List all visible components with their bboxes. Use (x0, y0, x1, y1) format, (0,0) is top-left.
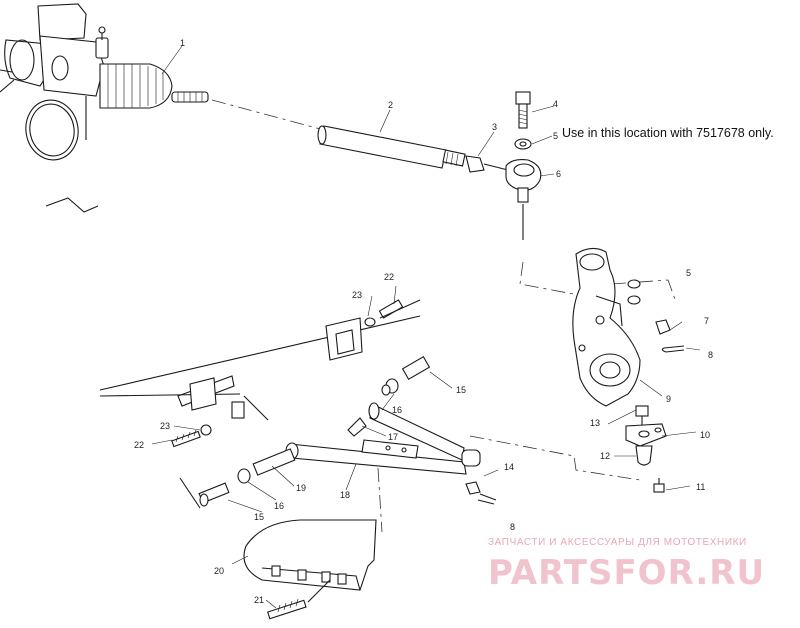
leader-lines (151, 45, 701, 609)
callout-11: 11 (696, 482, 705, 492)
callout-4: 4 (553, 99, 558, 109)
callout-14: 14 (504, 462, 514, 472)
callout-16b: 16 (274, 501, 284, 511)
usage-note: Use in this location with 7517678 only. (562, 126, 774, 140)
callout-3: 3 (492, 122, 497, 132)
callout-9: 9 (666, 394, 671, 404)
site-watermark: ЗАПЧАСТИ И АКСЕССУАРЫ ДЛЯ МОТОТЕХНИКИ PA… (488, 537, 765, 593)
tie-rod-assembly (211, 91, 542, 240)
a-arm-assembly (179, 356, 497, 509)
callout-5a: 5 (553, 131, 558, 141)
callout-12: 12 (600, 451, 610, 461)
callout-17: 17 (388, 432, 398, 442)
callout-13: 13 (590, 418, 600, 428)
assembly-leader-tierod (519, 261, 585, 297)
assembly-leader-arm (469, 435, 641, 481)
watermark-tagline: ЗАПЧАСТИ И АКСЕССУАРЫ ДЛЯ МОТОТЕХНИКИ (488, 537, 747, 548)
watermark-logo: PARTSFOR.RU (488, 553, 765, 593)
callout-6: 6 (556, 169, 561, 179)
a-arm-guard (243, 519, 377, 620)
callout-23b: 23 (160, 421, 170, 431)
callout-20: 20 (214, 566, 224, 576)
callout-2: 2 (388, 100, 393, 110)
callout-22a: 22 (384, 272, 394, 282)
callout-5b: 5 (686, 268, 691, 278)
callout-22b: 22 (134, 440, 144, 450)
callout-18: 18 (340, 490, 350, 500)
frame-bracket (99, 299, 421, 448)
callout-21: 21 (254, 595, 264, 605)
callout-15b: 15 (254, 512, 264, 522)
callout-1: 1 (180, 38, 185, 48)
assembly-leader-washer (611, 279, 677, 303)
callout-15a: 15 (456, 385, 466, 395)
assembly-leader-guard (377, 467, 383, 533)
callout-16a: 16 (392, 405, 402, 415)
callout-8a: 8 (708, 350, 713, 360)
callout-19: 19 (296, 483, 306, 493)
callout-8b: 8 (510, 522, 515, 532)
callout-10: 10 (700, 430, 710, 440)
callout-23a: 23 (352, 290, 362, 300)
callout-labels: 1 2 3 4 5 6 5 7 8 9 10 13 12 11 14 8 22 … (134, 38, 713, 605)
spindle-assembly (572, 247, 685, 493)
callout-7: 7 (704, 316, 709, 326)
steering-rack-assembly (0, 3, 209, 213)
